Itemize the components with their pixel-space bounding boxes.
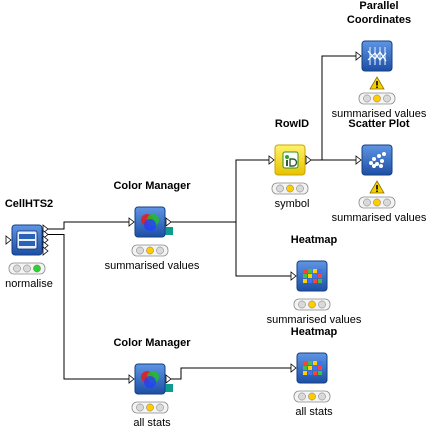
input-port[interactable] [128, 374, 135, 384]
node-label[interactable]: normalise [5, 278, 53, 290]
node-title: Parallel [359, 0, 399, 12]
node-title: Heatmap [290, 234, 338, 246]
status-light [373, 198, 381, 207]
status-light [276, 184, 284, 193]
output-port[interactable] [42, 246, 49, 256]
node-body[interactable] [361, 144, 393, 176]
status-light [286, 184, 294, 193]
node-label[interactable]: summarised values [104, 260, 200, 272]
warning-icon [369, 76, 385, 90]
status-light [296, 184, 304, 193]
connection-lines [48, 55, 356, 380]
model-output-port[interactable] [165, 227, 173, 235]
node-label[interactable]: all stats [133, 417, 171, 429]
node-cellhts2[interactable] [5, 224, 49, 275]
node-label[interactable]: summarised values [266, 314, 362, 326]
node-label[interactable]: summarised values [331, 212, 427, 224]
node-parallel-coordinates[interactable] [355, 40, 396, 105]
color-wheel-icon [141, 371, 159, 388]
status-light [146, 403, 154, 412]
scatter-plot-icon [369, 152, 386, 168]
workflow-nodes [5, 40, 396, 414]
model-output-port[interactable] [165, 384, 173, 392]
edge-color-manager-2-to-heatmap-2[interactable] [171, 367, 291, 380]
output-port[interactable] [305, 155, 312, 165]
node-color-manager-1[interactable] [128, 206, 173, 257]
input-port[interactable] [128, 217, 135, 227]
cellhts-icon [16, 230, 38, 250]
node-rowid[interactable] [268, 144, 312, 195]
node-heatmap-2[interactable] [290, 352, 331, 403]
status-light [308, 300, 316, 309]
status-light [156, 246, 164, 255]
node-title: RowID [274, 118, 310, 130]
input-port[interactable] [290, 363, 297, 373]
color-wheel-icon [141, 214, 159, 231]
node-title: Color Manager [113, 337, 191, 349]
input-port[interactable] [355, 155, 362, 165]
status-light [363, 198, 371, 207]
node-title: Coordinates [346, 14, 412, 26]
status-light [373, 94, 381, 103]
node-label[interactable]: symbol [274, 198, 310, 210]
node-title: Scatter Plot [348, 118, 410, 130]
status-light [136, 403, 144, 412]
input-port[interactable] [5, 235, 12, 245]
id-icon [282, 151, 299, 169]
node-label[interactable]: summarised values [331, 108, 427, 120]
status-light [318, 392, 326, 401]
status-light [298, 300, 306, 309]
edge-color-manager-1-to-heatmap-1[interactable] [171, 221, 291, 277]
input-port[interactable] [290, 271, 297, 281]
node-label[interactable]: all stats [295, 406, 333, 418]
edge-cellhts2-to-color-manager-1[interactable] [48, 221, 129, 230]
status-light [383, 198, 391, 207]
status-light [156, 403, 164, 412]
status-light [136, 246, 144, 255]
status-light [383, 94, 391, 103]
input-port[interactable] [268, 155, 275, 165]
heatmap-icon [303, 269, 322, 283]
node-title: CellHTS2 [4, 198, 54, 210]
output-port[interactable] [165, 374, 172, 384]
node-color-manager-2[interactable] [128, 363, 173, 414]
status-light [298, 392, 306, 401]
node-heatmap-1[interactable] [290, 260, 331, 311]
output-port[interactable] [165, 217, 172, 227]
node-title: Color Manager [113, 180, 191, 192]
parallel-coordinates-icon [367, 47, 387, 65]
edge-cellhts2-to-color-manager-2[interactable] [48, 234, 129, 380]
node-scatter-plot[interactable] [355, 144, 396, 209]
status-light [308, 392, 316, 401]
status-light [13, 264, 21, 273]
node-title: Heatmap [290, 326, 338, 338]
status-light [146, 246, 154, 255]
input-port[interactable] [355, 51, 362, 61]
warning-icon [369, 180, 385, 194]
status-light [363, 94, 371, 103]
status-light [318, 300, 326, 309]
status-light [23, 264, 31, 273]
status-light [33, 264, 41, 273]
heatmap-icon [303, 361, 322, 375]
